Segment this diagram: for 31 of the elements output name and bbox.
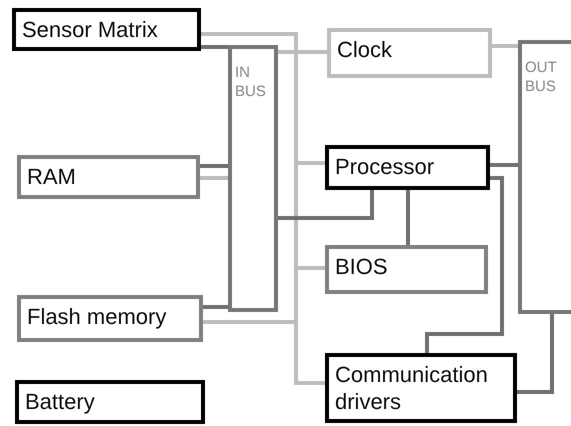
connector-line bbox=[517, 314, 554, 394]
bus-box bbox=[228, 45, 278, 312]
node-label: Battery bbox=[24, 388, 96, 415]
component-box bbox=[325, 353, 517, 423]
node-label: RAM bbox=[26, 163, 77, 190]
component-box bbox=[12, 8, 201, 51]
node-label: Flash memory bbox=[26, 303, 168, 330]
component-box bbox=[15, 380, 205, 424]
bus-box bbox=[518, 40, 571, 314]
connector-line bbox=[425, 176, 504, 353]
node-label: IN BUS bbox=[234, 63, 267, 101]
component-box bbox=[325, 145, 490, 190]
connector-line bbox=[201, 45, 228, 49]
connector-line bbox=[492, 44, 518, 48]
connector-line bbox=[490, 163, 518, 167]
node-label: Clock bbox=[336, 36, 394, 63]
node-label: BIOS bbox=[334, 253, 389, 280]
connector-line bbox=[201, 32, 325, 385]
component-box bbox=[17, 295, 203, 342]
node-label: Communication drivers bbox=[334, 361, 489, 415]
connector-line bbox=[200, 164, 228, 168]
component-box bbox=[325, 245, 488, 294]
connector-line bbox=[203, 305, 228, 309]
node-label: Processor bbox=[334, 153, 436, 180]
connector-line bbox=[200, 176, 228, 180]
connector-line bbox=[406, 190, 410, 245]
component-box bbox=[327, 28, 492, 78]
node-label: OUT BUS bbox=[524, 58, 558, 96]
connector-line bbox=[278, 190, 374, 220]
component-box bbox=[17, 155, 200, 199]
node-label: Sensor Matrix bbox=[21, 16, 159, 43]
